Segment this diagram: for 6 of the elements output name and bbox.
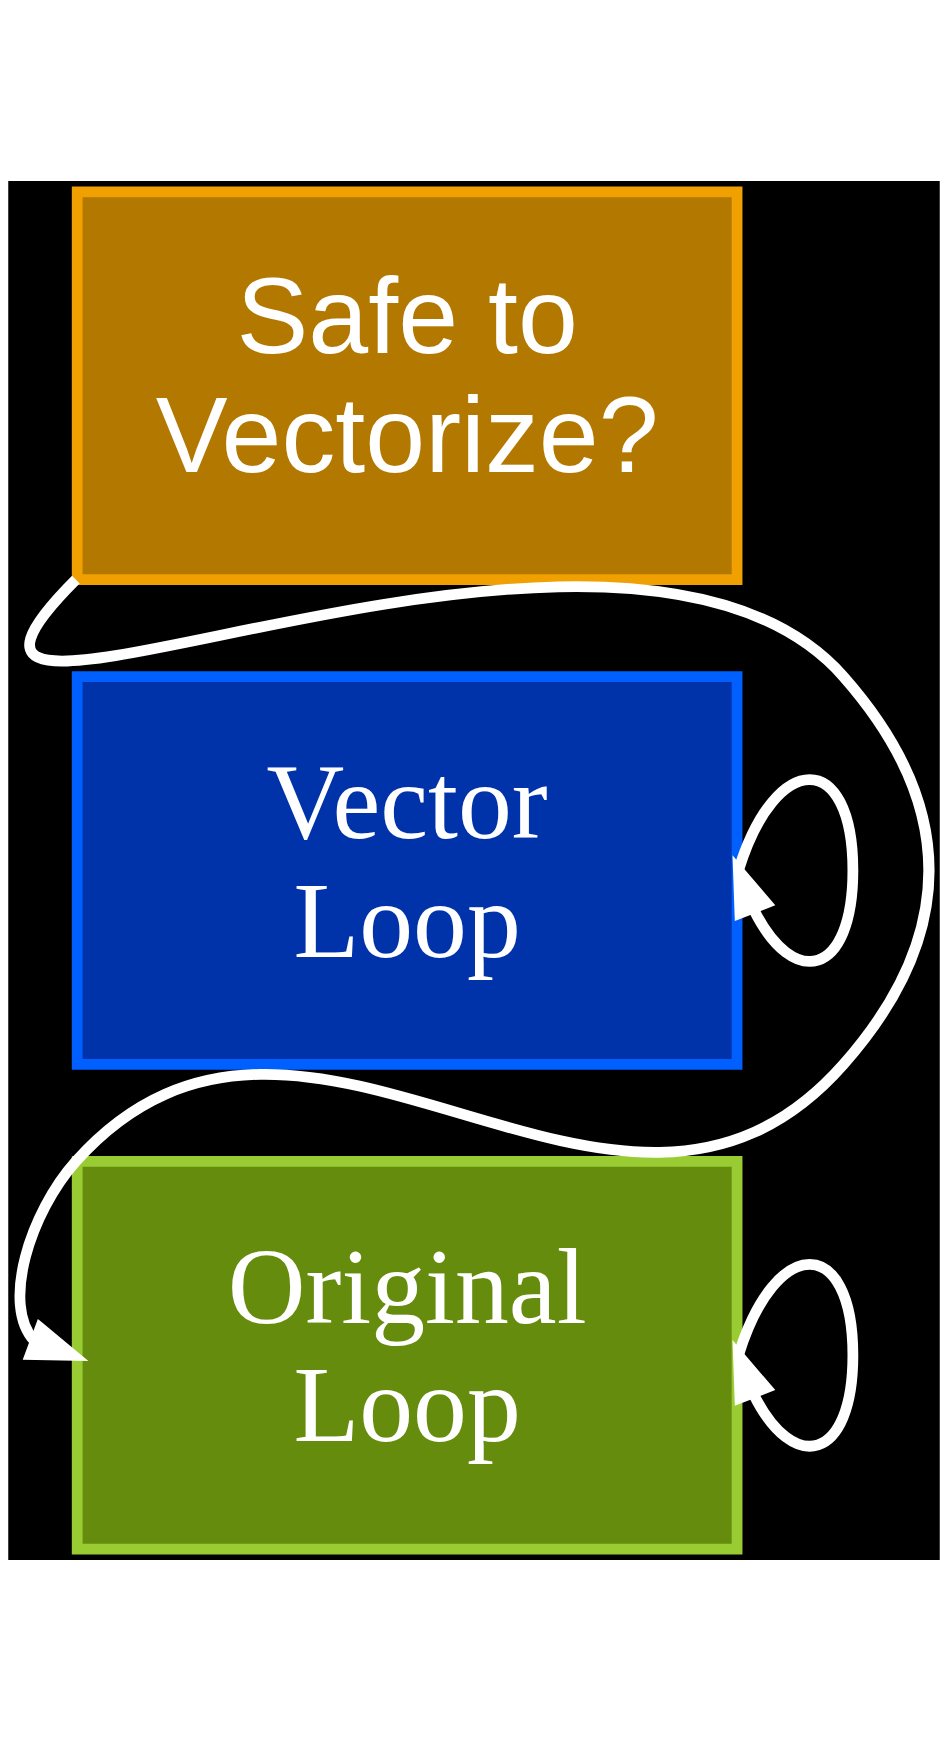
node-box: Original Loop (71, 1156, 743, 1555)
arrow (14, 576, 934, 1361)
arrow (732, 774, 859, 967)
node-box: Safe to Vectorize? (71, 186, 743, 585)
arrow (732, 1259, 859, 1452)
node-box: Vector Loop (71, 671, 743, 1070)
